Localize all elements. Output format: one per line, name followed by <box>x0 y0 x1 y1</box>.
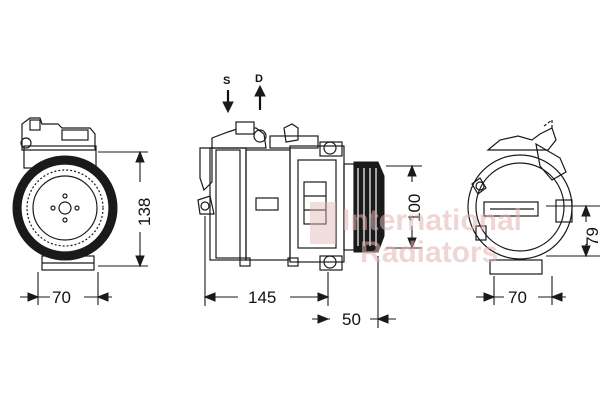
watermark: International Radiators <box>310 202 522 269</box>
front-height-dimension: 138 <box>135 198 154 226</box>
rear-view <box>467 118 600 305</box>
pulley-depth-dimension: 50 <box>342 310 361 329</box>
front-view <box>12 117 148 305</box>
watermark-line-1: International <box>342 204 522 237</box>
watermark-logo-mark <box>310 202 336 244</box>
side-height-dimension: 100 <box>405 194 424 222</box>
side-view <box>197 84 422 328</box>
side-length-dimension: 145 <box>248 288 276 307</box>
discharge-port-label: D <box>255 73 263 85</box>
rear-width-dimension: 70 <box>508 288 527 307</box>
front-width-dimension: 70 <box>52 288 71 307</box>
watermark-line-2: Radiators <box>360 236 498 269</box>
rear-height-dimension: 79 <box>583 227 600 246</box>
suction-port-label: S <box>223 75 230 87</box>
